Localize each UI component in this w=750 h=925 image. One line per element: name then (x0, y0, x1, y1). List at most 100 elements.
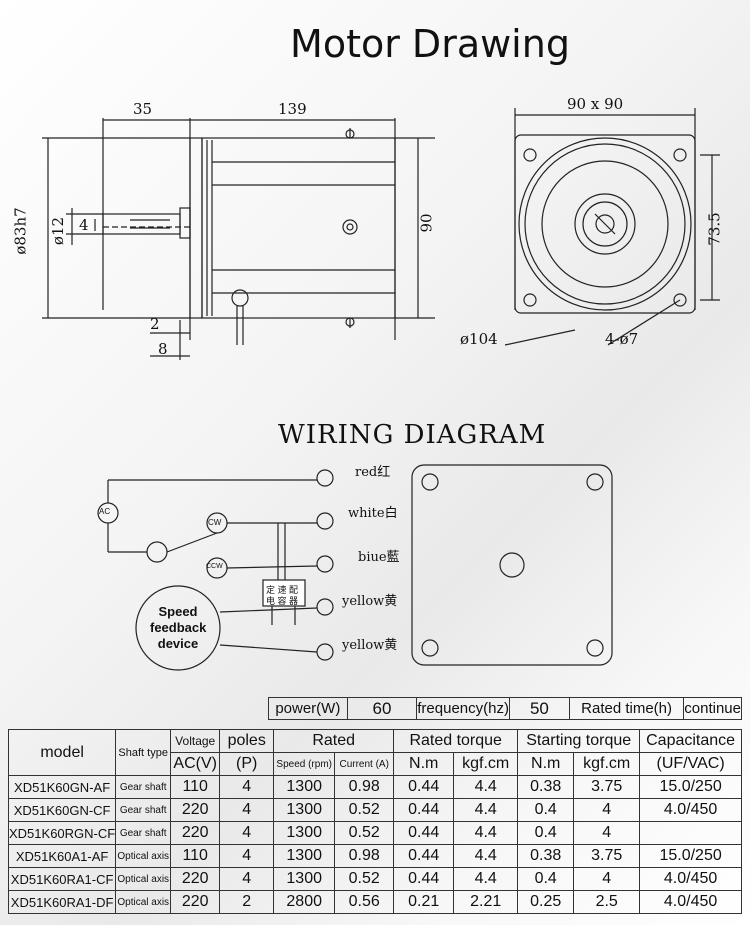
cell-voltage: 220 (170, 890, 221, 914)
header-rated-torque: Rated torque (393, 729, 519, 753)
cell-voltage: 220 (170, 798, 221, 822)
capacitor-label-1: 定 速 配 (266, 585, 299, 595)
cell-rated-nm: 0.44 (393, 798, 455, 822)
cell-speed: 1300 (273, 821, 336, 845)
cell-current: 0.52 (334, 798, 395, 822)
cell-poles: 2 (219, 890, 275, 914)
table-row: XD51K60GN-CF Gear shaft 220 4 1300 0.52 … (7, 798, 742, 822)
cell-start-kgf: 4 (573, 798, 641, 822)
dim-diameter-104: ø104 (460, 330, 498, 348)
cell-start-nm: 0.25 (517, 890, 575, 914)
wiring-diagram-drawing (97, 464, 613, 671)
cell-start-nm: 0.38 (517, 844, 575, 868)
cell-rated-nm: 0.21 (393, 890, 455, 914)
wiring-title: WIRING DIAGRAM (278, 420, 547, 450)
cell-voltage: 110 (170, 775, 221, 799)
ac-label: AC (99, 507, 111, 516)
header-capacitance: Capacitance (639, 729, 742, 753)
cell-speed: 1300 (273, 867, 336, 891)
cw-label: CW (208, 518, 222, 527)
cell-start-nm: 0.38 (517, 775, 575, 799)
cell-current: 0.98 (334, 844, 395, 868)
frequency-value: 50 (508, 697, 570, 720)
cell-shaft: Optical axis (115, 867, 172, 891)
cell-capacitance: 4.0/450 (639, 867, 742, 891)
speed-feedback-line2: feedback (150, 620, 207, 635)
wire-white-label: white白 (348, 506, 398, 521)
header-speed: Speed (rpm) (273, 752, 336, 776)
cell-voltage: 220 (170, 867, 221, 891)
cell-shaft: Optical axis (115, 890, 172, 914)
cell-shaft: Gear shaft (115, 798, 172, 822)
cell-rated-nm: 0.44 (393, 867, 455, 891)
power-value: 60 (346, 697, 418, 720)
dim-diameter-83: ø83h7 (11, 207, 30, 255)
dim-4: 4 (79, 216, 89, 234)
dim-2: 2 (150, 315, 160, 333)
cell-voltage: 220 (170, 821, 221, 845)
header-start-kgf: kgf.cm (573, 752, 641, 776)
header-model: model (7, 729, 117, 776)
cell-start-kgf: 2.5 (573, 890, 641, 914)
header-rated-nm: N.m (393, 752, 455, 776)
cell-current: 0.52 (334, 867, 395, 891)
cell-capacitance (639, 821, 742, 845)
cell-model: XD51K60GN-AF (7, 775, 117, 799)
cell-rated-nm: 0.44 (393, 844, 455, 868)
header-uf-vac: (UF/VAC) (639, 752, 742, 776)
header-voltage: Voltage (170, 729, 221, 753)
cell-capacitance: 4.0/450 (639, 890, 742, 914)
spec-summary-table: power(W) 60 frequency(hz) 50 Rated time(… (268, 697, 742, 720)
cell-poles: 4 (219, 798, 275, 822)
rated-time-label: Rated time(h) (568, 697, 685, 720)
cell-voltage: 110 (170, 844, 221, 868)
cell-rated-kgf: 4.4 (453, 775, 519, 799)
cell-start-kgf: 3.75 (573, 775, 641, 799)
cell-start-kgf: 3.75 (573, 844, 641, 868)
table-row: XD51K60GN-AF Gear shaft 110 4 1300 0.98 … (7, 775, 742, 799)
rated-time-value: continue (683, 697, 742, 720)
frequency-label: frequency(hz) (416, 697, 510, 720)
dim-90: 90 (417, 213, 436, 233)
cell-rated-kgf: 4.4 (453, 821, 519, 845)
side-view-drawing (42, 118, 435, 360)
cell-capacitance: 15.0/250 (639, 844, 742, 868)
wire-yellow-label-1: yellow黄 (342, 594, 398, 609)
header-rated-kgf: kgf.cm (453, 752, 519, 776)
header-ac-v: AC(V) (170, 752, 221, 776)
cell-poles: 4 (219, 821, 275, 845)
power-label: power(W) (268, 697, 348, 720)
cell-poles: 4 (219, 844, 275, 868)
front-view-drawing (504, 108, 720, 346)
cell-rated-kgf: 4.4 (453, 798, 519, 822)
cell-current: 0.52 (334, 821, 395, 845)
cell-capacitance: 4.0/450 (639, 798, 742, 822)
capacitor-label-2: 电 容 器 (266, 596, 299, 606)
cell-poles: 4 (219, 775, 275, 799)
table-row: XD51K60RA1-DF Optical axis 220 2 2800 0.… (7, 890, 742, 914)
table-row: XD51K60A1-AF Optical axis 110 4 1300 0.9… (7, 844, 742, 868)
dim-4-holes: 4-ø7 (605, 330, 639, 348)
speed-feedback-line3: device (157, 636, 199, 651)
header-current: Current (A) (334, 752, 395, 776)
cell-model: XD51K60RA1-DF (7, 890, 117, 914)
cell-start-nm: 0.4 (517, 867, 575, 891)
wire-yellow-label-2: yellow黄 (342, 638, 398, 653)
cell-rated-nm: 0.44 (393, 821, 455, 845)
cell-rated-kgf: 2.21 (453, 890, 519, 914)
header-shaft-type: Shaft type (115, 729, 172, 776)
table-row: XD51K60RGN-CF Gear shaft 220 4 1300 0.52… (7, 821, 742, 845)
header-start-nm: N.m (517, 752, 575, 776)
header-p: (P) (219, 752, 275, 776)
dim-diameter-12: ø12 (49, 216, 68, 246)
page-title: Motor Drawing (290, 22, 570, 66)
wire-blue-label: biue藍 (358, 550, 400, 565)
table-row: XD51K60RA1-CF Optical axis 220 4 1300 0.… (7, 867, 742, 891)
speed-feedback-line1: Speed (158, 604, 198, 619)
cell-current: 0.98 (334, 775, 395, 799)
header-starting-torque: Starting torque (517, 729, 641, 753)
wire-red-label: red红 (355, 465, 391, 480)
ccw-label: CCW (206, 563, 223, 570)
cell-shaft: Optical axis (115, 844, 172, 868)
